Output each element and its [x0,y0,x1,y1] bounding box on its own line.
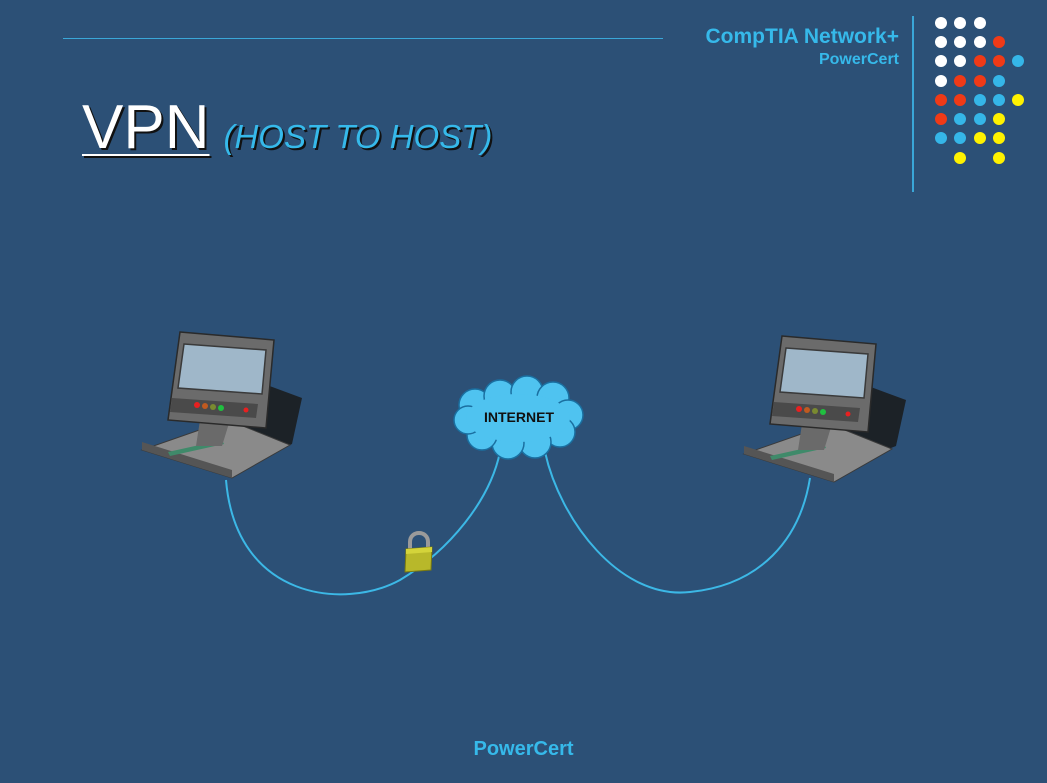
right-link-cable [544,451,811,594]
slide-title: VPN (HOST TO HOST) [82,92,492,163]
brand-subtitle: PowerCert [818,51,899,68]
decorative-dot-grid [935,17,1024,164]
internet-cloud-icon [453,375,584,460]
title-subtitle: (HOST TO HOST) [223,118,493,155]
title-main: VPN [82,93,210,162]
footer-brand: PowerCert [473,738,574,760]
right-laptop-icon [742,335,906,483]
header-rule [63,38,663,39]
vertical-rule [912,16,914,192]
internet-cloud-label: INTERNET [484,409,554,425]
brand-title: CompTIA Network+ [705,25,900,48]
left-laptop-icon [140,331,302,479]
padlock-icon [404,531,433,573]
left-link-cable [225,451,501,596]
